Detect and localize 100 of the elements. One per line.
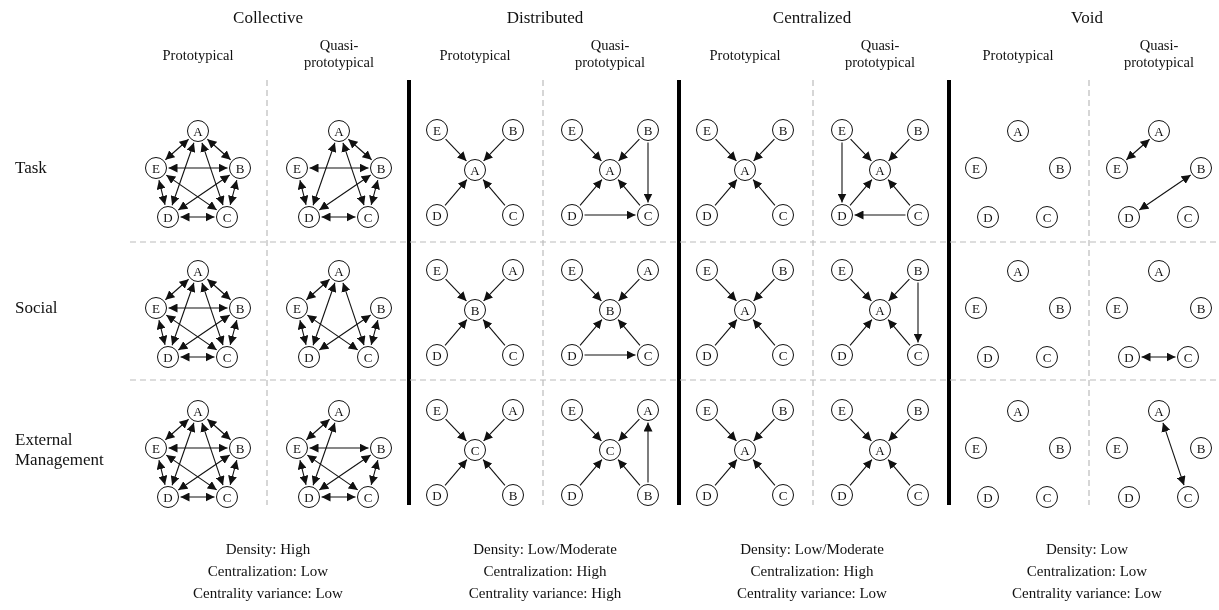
metric-text: Centralization: Low [1025, 562, 1149, 580]
network-node: E [1106, 297, 1128, 319]
arrow [228, 459, 239, 486]
network-node: C [502, 204, 524, 226]
network-node: E [831, 119, 853, 141]
arrow [618, 138, 640, 162]
arrow [753, 138, 775, 162]
arrow [164, 138, 190, 161]
arrow [617, 179, 641, 206]
arrow [617, 319, 641, 346]
arrow [308, 443, 370, 453]
arrow [444, 459, 468, 486]
network-node: D [696, 204, 718, 226]
network-node: C [772, 344, 794, 366]
arrow [444, 179, 468, 206]
arrow [305, 278, 331, 301]
arrow [306, 454, 359, 491]
network-node: B [637, 119, 659, 141]
arrow [297, 319, 309, 346]
network-node: A [1148, 260, 1170, 282]
arrow [850, 278, 872, 302]
network-node: C [502, 344, 524, 366]
arrow [837, 141, 847, 204]
network-node: B [370, 437, 392, 459]
arrow [200, 142, 225, 206]
arrow [177, 174, 231, 211]
network-node: C [772, 484, 794, 506]
network-node: C [464, 439, 486, 461]
network-node: E [145, 157, 167, 179]
arrow [715, 278, 737, 302]
metric-text: Centralization: Low [206, 562, 330, 580]
network-node: C [1036, 206, 1058, 228]
network-node: E [831, 399, 853, 421]
arrow [206, 278, 232, 301]
arrow [643, 141, 653, 204]
column-heading: Quasi-prototypical [302, 37, 376, 72]
network-node: A [734, 439, 756, 461]
arrow [369, 179, 380, 206]
arrow [308, 163, 370, 173]
column-heading: Quasi-prototypical [1122, 37, 1196, 72]
network-node: A [328, 120, 350, 142]
network-node: D [696, 484, 718, 506]
arrow [580, 278, 602, 302]
arrow [206, 138, 232, 161]
arrow [369, 319, 380, 346]
network-node: D [426, 484, 448, 506]
network-node: C [1177, 346, 1199, 368]
network-node: D [1118, 486, 1140, 508]
arrow [341, 282, 366, 346]
network-node: D [426, 344, 448, 366]
network-node: E [696, 399, 718, 421]
arrow [156, 179, 168, 206]
arrow [369, 459, 380, 486]
row-heading: Social [15, 298, 59, 319]
arrow [850, 138, 872, 162]
arrow [179, 212, 216, 222]
network-node: E [426, 399, 448, 421]
arrow [341, 142, 366, 206]
network-node: C [907, 344, 929, 366]
metric-text: Centrality variance: Low [1011, 584, 1163, 602]
metric-text: Centrality variance: High [467, 584, 623, 602]
network-node: A [637, 259, 659, 281]
network-node: E [426, 259, 448, 281]
network-node: A [502, 399, 524, 421]
arrow [200, 422, 225, 486]
network-node: B [907, 119, 929, 141]
row-heading: Task [15, 158, 48, 179]
network-node: C [216, 206, 238, 228]
arrow [913, 281, 923, 344]
network-node: B [907, 259, 929, 281]
arrow [164, 418, 190, 441]
network-node: E [145, 297, 167, 319]
network-node: D [561, 344, 583, 366]
network-node: E [561, 119, 583, 141]
arrow [752, 319, 776, 346]
arrow [888, 138, 910, 162]
arrow [165, 314, 218, 351]
network-node: E [286, 437, 308, 459]
arrow [579, 319, 603, 346]
network-node: A [328, 260, 350, 282]
arrow [617, 459, 641, 486]
network-node: D [977, 346, 999, 368]
network-node: A [502, 259, 524, 281]
network-node: D [561, 204, 583, 226]
arrow [1161, 422, 1186, 486]
arrow [618, 418, 640, 442]
metric-text: Density: Low/Moderate [739, 540, 885, 558]
network-node: C [216, 346, 238, 368]
network-node: C [907, 484, 929, 506]
network-node: B [464, 299, 486, 321]
metric-text: Centrality variance: Low [192, 584, 344, 602]
network-node: E [561, 399, 583, 421]
arrow [165, 174, 218, 211]
network-node: A [734, 299, 756, 321]
arrow [156, 319, 168, 346]
arrow [320, 492, 357, 502]
arrow [752, 459, 776, 486]
arrow [715, 418, 737, 442]
arrow [165, 454, 218, 491]
arrow [170, 422, 196, 486]
